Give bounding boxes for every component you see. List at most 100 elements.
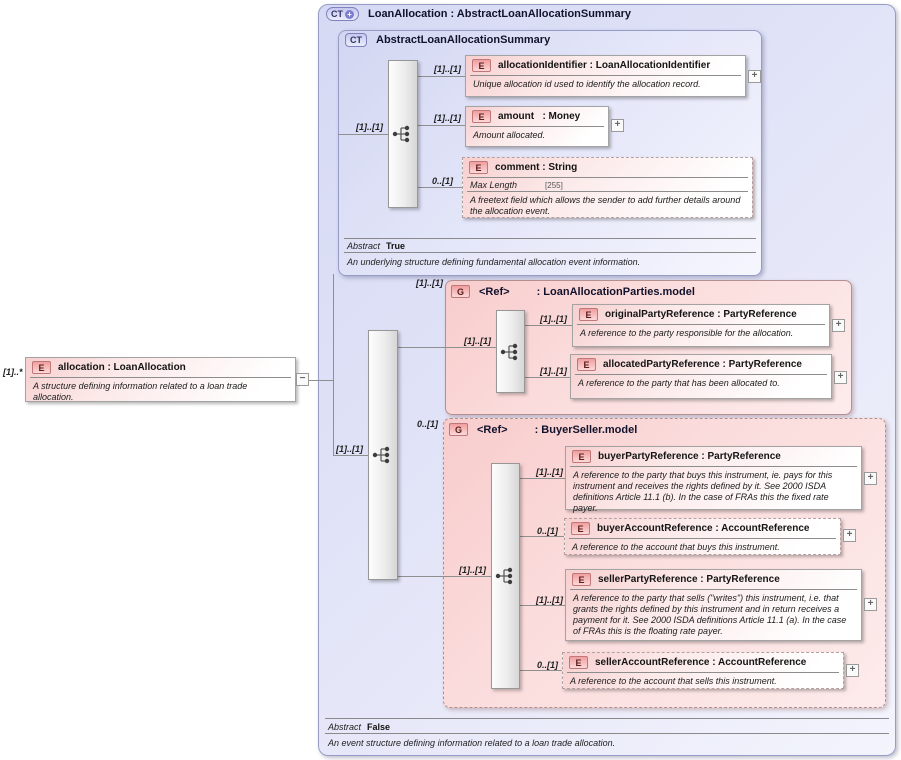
element-box-allocationidentifier[interactable]: E allocationIdentifier : LoanAllocationI… — [465, 55, 746, 97]
connector-line — [525, 377, 570, 378]
connector-line — [520, 670, 562, 671]
outer-annotation: An event structure defining information … — [328, 738, 616, 748]
cardinality-label: [1]..[1] — [540, 366, 567, 376]
element-annotation: A reference to the party responsible for… — [580, 328, 794, 338]
divider — [467, 191, 748, 192]
element-title: buyerPartyReference : PartyReference — [598, 451, 781, 462]
connector-line — [525, 325, 572, 326]
cardinality-label: [1]..[1] — [356, 122, 383, 132]
divider — [467, 177, 748, 178]
expand-toggle[interactable]: + — [864, 598, 877, 611]
connector-line — [309, 380, 333, 381]
divider — [30, 377, 291, 378]
expand-toggle[interactable]: + — [834, 371, 847, 384]
cardinality-label: [1]..[1] — [536, 467, 563, 477]
element-header: E sellerAccountReference : AccountRefere… — [563, 653, 843, 671]
element-header: E buyerPartyReference : PartyReference — [566, 447, 861, 465]
element-icon: E — [579, 308, 598, 321]
element-icon: E — [571, 522, 590, 535]
cardinality-label: [1]..[1] — [464, 336, 491, 346]
expand-toggle[interactable]: + — [846, 664, 859, 677]
connector-line — [338, 134, 388, 135]
base-container-title: AbstractLoanAllocationSummary — [376, 34, 551, 46]
group-ref-label: <Ref> — [477, 423, 508, 436]
element-header: E allocationIdentifier : LoanAllocationI… — [466, 56, 745, 74]
cardinality-label: [1]..* — [3, 367, 23, 377]
element-title: sellerAccountReference : AccountReferenc… — [595, 657, 807, 668]
element-box-allocatedpartyreference[interactable]: E allocatedPartyReference : PartyReferen… — [570, 354, 832, 399]
sequence-icon — [500, 343, 517, 360]
sequence-icon — [392, 125, 410, 143]
element-header: E comment : String — [463, 158, 752, 176]
sequence-connector[interactable] — [496, 310, 525, 393]
sequence-connector[interactable] — [368, 330, 398, 580]
element-icon: E — [472, 59, 491, 72]
cardinality-label: [1]..[1] — [416, 278, 443, 288]
element-icon: E — [472, 110, 491, 123]
abstract-value: True — [386, 241, 406, 251]
element-icon: E — [577, 358, 596, 371]
element-box-originalpartyreference[interactable]: E originalPartyReference : PartyReferenc… — [572, 304, 830, 347]
divider — [344, 252, 756, 253]
outer-container-header: CT+ LoanAllocation : AbstractLoanAllocat… — [326, 7, 631, 21]
element-box-amount[interactable]: E amount : Money Amount allocated. — [465, 106, 609, 147]
element-header: E buyerAccountReference : AccountReferen… — [565, 519, 840, 537]
group-icon: G — [449, 423, 468, 436]
divider — [569, 538, 836, 539]
expand-toggle[interactable]: + — [832, 319, 845, 332]
element-box-comment[interactable]: E comment : String Max Length [255] A fr… — [462, 157, 753, 218]
element-header: E allocation : LoanAllocation — [26, 358, 295, 376]
facet-value: [255] — [545, 181, 563, 190]
facet-label: Max Length — [470, 180, 518, 190]
connector-line — [520, 536, 564, 537]
element-annotation: A reference to the account that sells th… — [570, 676, 777, 686]
element-title: allocation : LoanAllocation — [58, 362, 186, 373]
element-header: E sellerPartyReference : PartyReference — [566, 570, 861, 588]
group-icon: G — [451, 285, 470, 298]
divider — [470, 75, 741, 76]
connector-line — [333, 455, 368, 456]
expand-toggle[interactable]: + — [864, 472, 877, 485]
connector-line — [418, 125, 465, 126]
divider — [570, 466, 857, 467]
element-title: buyerAccountReference : AccountReference — [597, 523, 810, 534]
connector-line — [520, 605, 565, 606]
element-box-allocation[interactable]: E allocation : LoanAllocation A structur… — [25, 357, 296, 402]
divider — [470, 126, 604, 127]
cardinality-label: 0..[1] — [537, 526, 559, 536]
sequence-icon — [495, 567, 512, 585]
element-title: allocatedPartyReference : PartyReference — [603, 359, 802, 370]
buyerseller-group-header: G <Ref> : BuyerSeller.model — [449, 423, 637, 436]
collapse-toggle[interactable]: − — [296, 373, 309, 386]
element-header: E allocatedPartyReference : PartyReferen… — [571, 355, 831, 373]
element-annotation: A reference to the party that sells ("wr… — [573, 593, 847, 636]
expand-toggle[interactable]: + — [611, 119, 624, 132]
sequence-connector[interactable] — [388, 60, 418, 208]
cardinality-label: 0..[1] — [417, 419, 439, 429]
base-annotation: An underlying structure defining fundame… — [347, 257, 641, 267]
divider — [575, 374, 827, 375]
expand-toggle[interactable]: + — [748, 70, 761, 83]
element-annotation: A freetext field which allows the sender… — [470, 195, 741, 216]
element-box-buyerpartyreference[interactable]: E buyerPartyReference : PartyReference A… — [565, 446, 862, 513]
outer-container-title: LoanAllocation : AbstractLoanAllocationS… — [368, 8, 632, 20]
element-title: comment : String — [495, 162, 578, 173]
base-container-header: CT AbstractLoanAllocationSummary — [345, 33, 550, 47]
abstract-label: Abstract — [347, 241, 381, 251]
divider — [344, 238, 756, 239]
connector-line — [418, 76, 465, 77]
element-box-sellerpartyreference[interactable]: E sellerPartyReference : PartyReference … — [565, 569, 862, 641]
ct-badge-label: CT — [331, 9, 343, 19]
element-annotation: Amount allocated. — [473, 130, 546, 140]
cardinality-label: [1]..[1] — [434, 113, 461, 123]
element-box-selleraccountreference[interactable]: E sellerAccountReference : AccountRefere… — [562, 652, 844, 689]
sequence-connector[interactable] — [491, 463, 520, 689]
element-title: originalPartyReference : PartyReference — [605, 309, 797, 320]
connector-line — [398, 576, 491, 577]
element-annotation: Unique allocation id used to identify th… — [473, 79, 701, 89]
connector-line — [333, 274, 334, 455]
complex-type-derived-icon: CT+ — [326, 7, 359, 21]
element-title: amount : Money — [498, 111, 581, 122]
expand-toggle[interactable]: + — [843, 529, 856, 542]
element-box-buyeraccountreference[interactable]: E buyerAccountReference : AccountReferen… — [564, 518, 841, 555]
